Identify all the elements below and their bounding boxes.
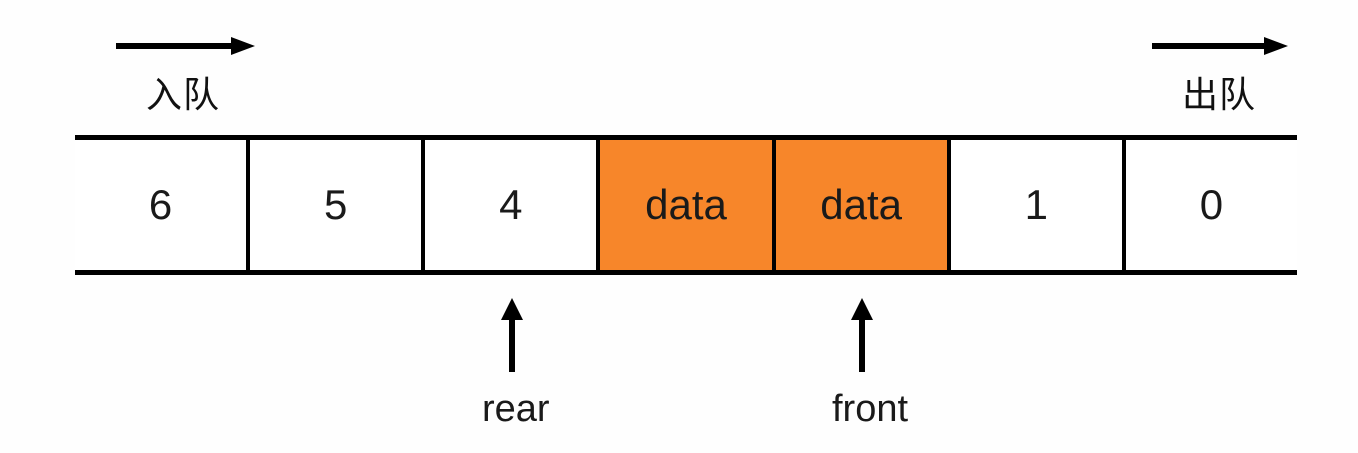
rear-arrow-head [501,298,523,320]
queue-cell[interactable]: data [596,140,772,270]
front-arrow-up-icon [832,298,892,372]
rear-arrow-shaft [509,316,515,372]
queue-cell[interactable]: 5 [246,140,422,270]
queue-cell[interactable]: 0 [1121,140,1297,270]
queue-cells-row: 6 5 4 data data 1 0 [75,135,1297,275]
dequeue-arrow-icon [1152,37,1288,55]
rear-pointer: rear [482,298,550,431]
enqueue-arrow-shaft [116,43,234,49]
queue-cell[interactable]: 4 [421,140,597,270]
enqueue-label: 入队 [146,75,221,116]
front-arrow-head [851,298,873,320]
front-pointer-label: front [832,388,909,430]
front-arrow-shaft [859,316,865,372]
front-pointer: front [832,298,909,431]
rear-arrow-up-icon [482,298,542,372]
dequeue-arrow-shaft [1152,43,1267,49]
queue-cell[interactable]: data [771,140,947,270]
dequeue-label: 出队 [1182,75,1257,116]
queue-cell[interactable]: 1 [946,140,1122,270]
rear-pointer-label: rear [482,388,550,430]
enqueue-arrow-head [231,37,255,55]
dequeue-arrow-head [1264,37,1288,55]
queue-cell[interactable]: 6 [75,140,247,270]
enqueue-arrow-icon [116,37,255,55]
